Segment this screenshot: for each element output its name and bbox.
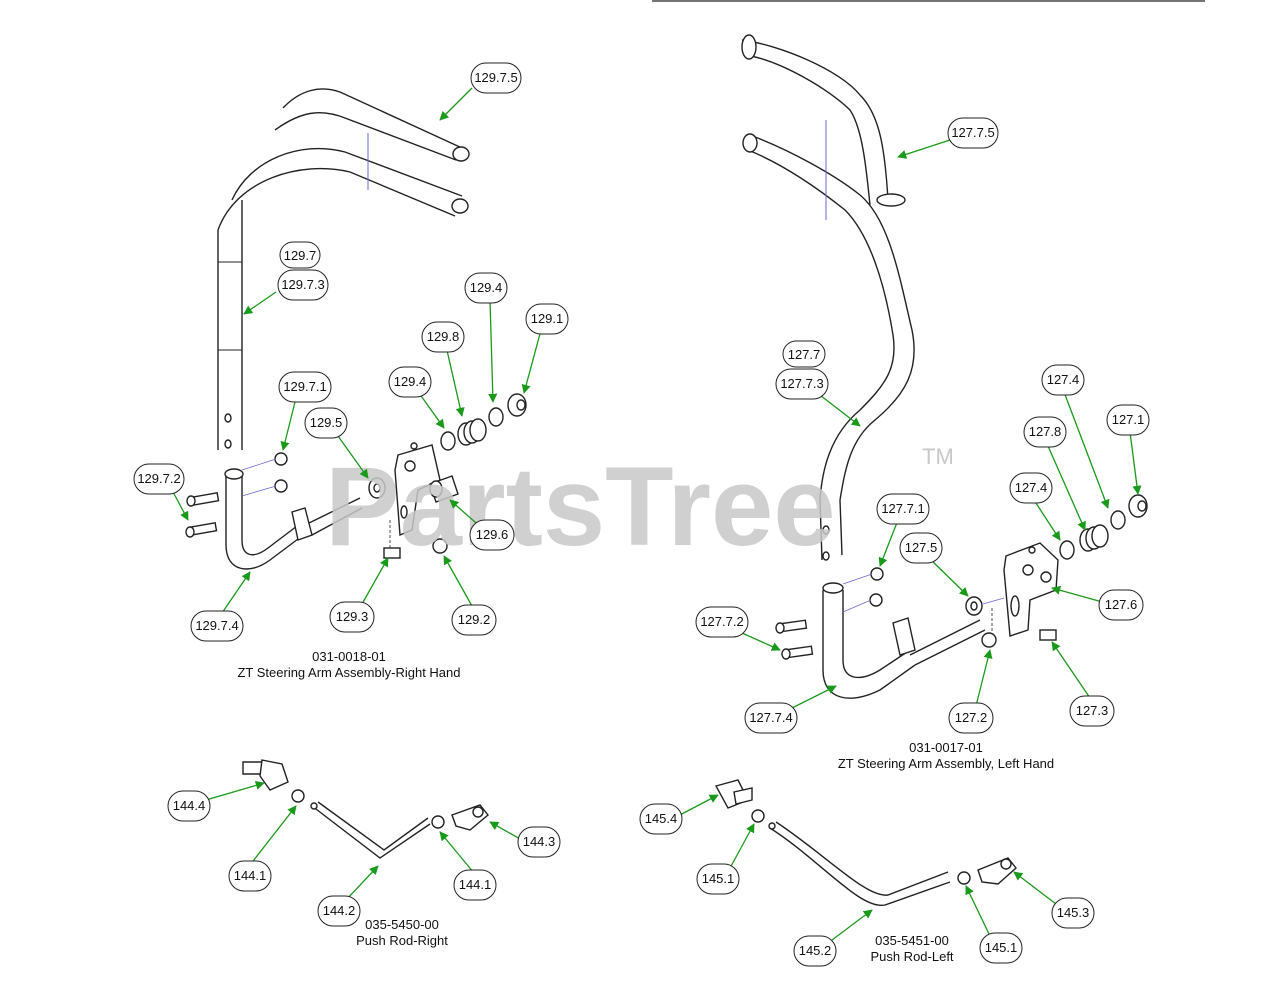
callout-127-3[interactable]: 127.3 (1069, 695, 1115, 727)
callout-label: 127.7 (788, 347, 821, 362)
callout-127-7-2[interactable]: 127.7.2 (695, 606, 749, 638)
watermark-trademark: TM (922, 444, 954, 469)
callout-129-7-4[interactable]: 129.7.4 (190, 610, 244, 642)
push-rod-left-drawing (714, 779, 1017, 906)
callout-label: 127.7.2 (700, 614, 743, 629)
callout-label: 145.4 (645, 811, 678, 826)
callout-label: 129.7.4 (195, 618, 238, 633)
callout-127-1[interactable]: 127.1 (1106, 404, 1150, 436)
caption-rod-right-part-no: 035-5450-00 (365, 917, 439, 932)
callout-label: 127.3 (1076, 703, 1109, 718)
callout-label: 144.1 (234, 868, 267, 883)
callout-label: 129.6 (476, 527, 509, 542)
callout-label: 129.5 (310, 415, 343, 430)
callout-127-2[interactable]: 127.2 (948, 702, 994, 734)
left-steering-arm-drawing (741, 34, 1148, 699)
watermark: PartsTree (325, 444, 836, 569)
callout-label: 129.2 (458, 612, 491, 627)
callout-129-4-left[interactable]: 129.4 (388, 366, 432, 398)
callout-144-1-left[interactable]: 144.1 (228, 860, 272, 892)
callout-129-7-5[interactable]: 129.7.5 (470, 62, 522, 94)
push-rod-right-drawing (242, 759, 489, 859)
callout-label: 129.4 (394, 374, 427, 389)
callout-145-4[interactable]: 145.4 (639, 803, 683, 835)
callout-label: 127.7.1 (881, 501, 924, 516)
callout-127-4-left[interactable]: 127.4 (1009, 472, 1053, 504)
callout-label: 144.1 (459, 877, 492, 892)
callout-label: 127.4 (1047, 372, 1080, 387)
callout-label: 127.2 (955, 710, 988, 725)
caption-rod-left-name: Push Rod-Left (870, 949, 953, 964)
callout-label: 129.8 (427, 329, 460, 344)
callout-label: 127.5 (905, 540, 938, 555)
callout-label: 127.7.5 (951, 125, 994, 140)
callout-127-7-5[interactable]: 127.7.5 (947, 117, 999, 149)
callout-label: 145.2 (799, 943, 832, 958)
callout-127-4-top[interactable]: 127.4 (1041, 364, 1085, 396)
callout-127-5[interactable]: 127.5 (899, 532, 943, 564)
callout-129-7-1[interactable]: 129.7.1 (278, 371, 332, 403)
callout-129-7[interactable]: 129.7 (279, 241, 321, 269)
callout-129-6[interactable]: 129.6 (469, 519, 515, 551)
callout-129-5[interactable]: 129.5 (304, 407, 348, 439)
caption-left-part-no: 031-0017-01 (909, 740, 983, 755)
callout-127-7[interactable]: 127.7 (782, 340, 826, 368)
callout-label: 145.1 (702, 871, 735, 886)
callout-145-1-right[interactable]: 145.1 (979, 932, 1023, 964)
callout-label: 129.7.2 (137, 471, 180, 486)
callout-label: 127.7.4 (749, 710, 792, 725)
callout-label: 127.4 (1015, 480, 1048, 495)
callout-label: 144.4 (173, 798, 206, 813)
callout-label: 145.1 (985, 940, 1018, 955)
callouts: 129.7.5 129.7 129.7.3 129.4 129.8 129.1 … (133, 62, 1150, 967)
callout-144-1-right[interactable]: 144.1 (453, 869, 497, 901)
caption-rod-right-name: Push Rod-Right (356, 933, 448, 948)
callout-127-8[interactable]: 127.8 (1023, 416, 1067, 448)
callout-label: 129.1 (531, 311, 564, 326)
callout-145-3[interactable]: 145.3 (1051, 897, 1095, 929)
caption-rod-left-part-no: 035-5451-00 (875, 933, 949, 948)
callout-129-2[interactable]: 129.2 (451, 604, 497, 636)
callout-127-7-4[interactable]: 127.7.4 (744, 702, 798, 734)
callout-145-1-left[interactable]: 145.1 (696, 863, 740, 895)
callout-129-7-2[interactable]: 129.7.2 (133, 463, 185, 495)
callout-label: 129.4 (470, 280, 503, 295)
caption-right-part-no: 031-0018-01 (312, 649, 386, 664)
callout-label: 144.2 (323, 903, 356, 918)
callout-label: 127.7.3 (780, 376, 823, 391)
callout-129-4-top[interactable]: 129.4 (464, 272, 508, 304)
callout-129-7-3[interactable]: 129.7.3 (277, 269, 329, 301)
callout-label: 129.7.1 (283, 379, 326, 394)
caption-right-name: ZT Steering Arm Assembly-Right Hand (237, 665, 460, 680)
callout-label: 129.7.5 (474, 70, 517, 85)
callout-label: 129.7 (284, 248, 317, 263)
callout-129-8[interactable]: 129.8 (421, 321, 465, 353)
callout-144-3[interactable]: 144.3 (517, 826, 561, 858)
callout-144-2[interactable]: 144.2 (317, 895, 361, 927)
callout-label: 127.8 (1029, 424, 1062, 439)
callout-145-2[interactable]: 145.2 (793, 935, 837, 967)
callout-label: 145.3 (1057, 905, 1090, 920)
callout-129-1[interactable]: 129.1 (525, 303, 569, 335)
callout-144-4[interactable]: 144.4 (167, 790, 211, 822)
right-steering-arm-drawing (185, 88, 527, 570)
leader-lines (171, 87, 1142, 941)
callout-label: 144.3 (523, 834, 556, 849)
callout-label: 127.1 (1112, 412, 1145, 427)
callout-label: 129.3 (336, 609, 369, 624)
caption-left-name: ZT Steering Arm Assembly, Left Hand (838, 756, 1054, 771)
callout-label: 127.6 (1105, 597, 1138, 612)
callout-127-7-1[interactable]: 127.7.1 (876, 493, 930, 525)
callout-129-3[interactable]: 129.3 (329, 601, 375, 633)
callout-127-7-3[interactable]: 127.7.3 (775, 368, 829, 400)
callout-label: 129.7.3 (281, 277, 324, 292)
callout-127-6[interactable]: 127.6 (1098, 589, 1144, 621)
